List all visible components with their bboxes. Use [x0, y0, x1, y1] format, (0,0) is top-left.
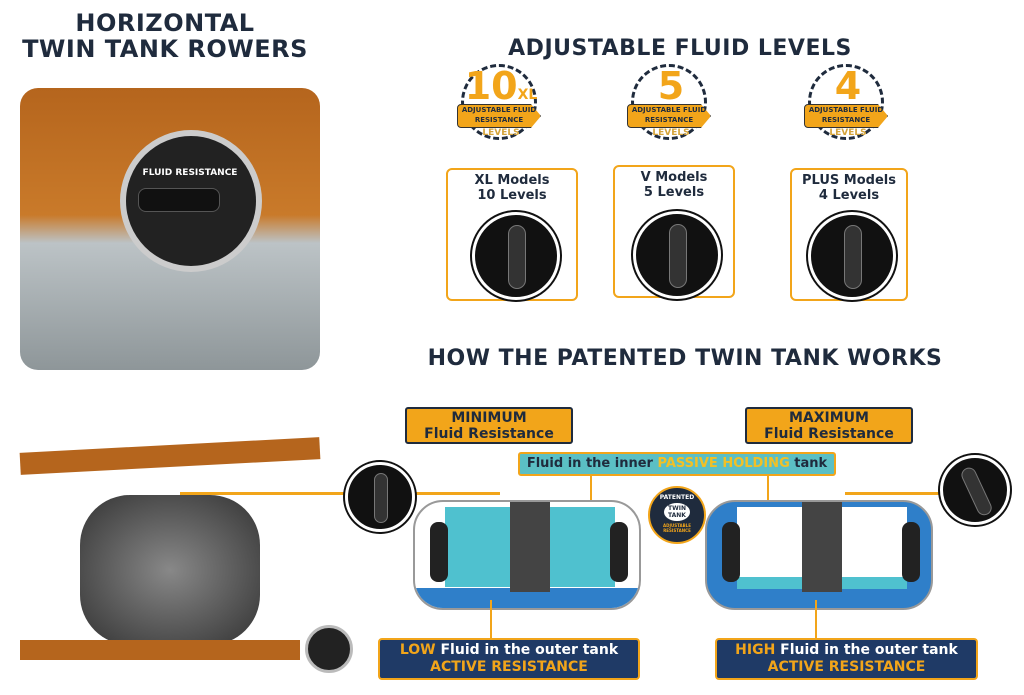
resistance-dial-icon — [808, 212, 896, 300]
pointer-line-left — [180, 492, 500, 495]
photo-knob — [138, 188, 220, 212]
badge-number: 10 — [464, 64, 518, 108]
inner-tank-label: Fluid in the inner PASSIVE HOLDING tank — [518, 452, 836, 476]
left-title: HORIZONTAL TWIN TANK ROWERS — [15, 10, 315, 62]
badge-banner: ADJUSTABLE FLUID RESISTANCE — [457, 104, 541, 128]
badge-levels: LEVELS — [829, 128, 867, 138]
model-levels: 4 Levels — [818, 188, 880, 203]
badge-plus: 4 ADJUSTABLE FLUID RESISTANCE LEVELS — [802, 64, 894, 146]
tank-maximum-diagram — [705, 500, 933, 610]
badge-number: 4 — [834, 64, 862, 108]
outer-pointer-left — [490, 600, 492, 638]
badge-levels: LEVELS — [652, 128, 690, 138]
resistance-dial-icon — [633, 211, 721, 299]
badge-ring — [808, 64, 884, 140]
patented-seal: PATENTED TWIN TANK ADJUSTABLE RESISTANCE — [648, 486, 706, 544]
how-title: HOW THE PATENTED TWIN TANK WORKS — [427, 346, 943, 371]
fluid-dial-photo: FLUID RESISTANCE — [20, 88, 320, 370]
badge-levels: LEVELS — [482, 128, 520, 138]
badge-ring — [631, 64, 707, 140]
outer-pointer-right — [815, 600, 817, 638]
badge-ring — [461, 64, 537, 140]
model-name: PLUS Models — [802, 173, 896, 188]
badge-number: 5 — [657, 64, 685, 108]
pointer-line-right — [845, 492, 945, 495]
tank-minimum-diagram — [413, 500, 641, 610]
resistance-dial-icon — [472, 212, 560, 300]
inner-pointer-left — [590, 476, 592, 516]
model-levels: 5 Levels — [643, 185, 705, 200]
photo-dial-label: FLUID RESISTANCE — [142, 168, 238, 178]
model-levels: 10 Levels — [477, 188, 547, 203]
min-dial-icon — [345, 462, 415, 532]
rower-photo — [19, 425, 353, 690]
badge-banner: ADJUSTABLE FLUID RESISTANCE — [627, 104, 711, 128]
max-dial-icon — [940, 455, 1010, 525]
badge-v: 5 ADJUSTABLE FLUID RESISTANCE LEVELS — [625, 64, 717, 146]
badge-xl: 10XL ADJUSTABLE FLUID RESISTANCE LEVELS — [455, 64, 547, 146]
badge-suffix: XL — [517, 87, 538, 103]
model-name: XL Models — [474, 173, 550, 188]
model-name: V Models — [640, 170, 708, 185]
badge-banner: ADJUSTABLE FLUID RESISTANCE — [804, 104, 888, 128]
left-title-line1: HORIZONTAL — [75, 9, 255, 37]
levels-title: ADJUSTABLE FLUID LEVELS — [508, 36, 852, 61]
left-title-line2: TWIN TANK ROWERS — [22, 35, 308, 63]
